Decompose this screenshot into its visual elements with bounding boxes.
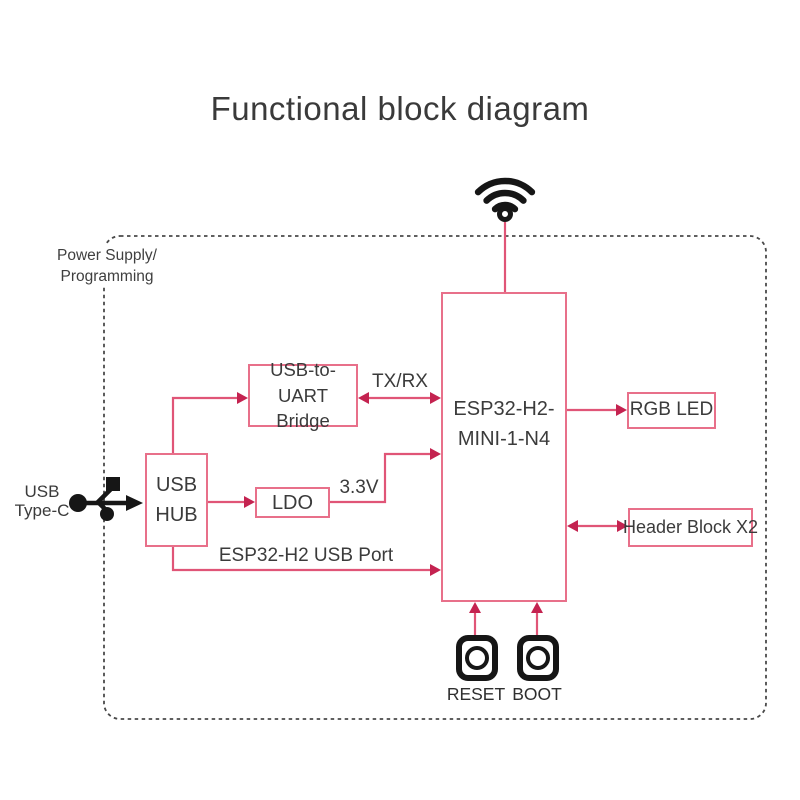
rgb-led-label: RGB LED <box>629 399 714 421</box>
usb-icon <box>69 477 143 521</box>
block-rgb-led: RGB LED <box>627 392 716 429</box>
usb-type-c-line2: Type-C <box>14 501 70 520</box>
power-supply-region-label: Power Supply/ Programming <box>48 245 166 287</box>
region-label-line1: Power Supply/ <box>57 247 157 264</box>
wire-hub-to-bridge <box>171 396 237 453</box>
arrow-reset-into-esp32 <box>469 602 481 613</box>
arrow-boot-into-esp32 <box>531 602 543 613</box>
arrow-txrx-left <box>358 392 369 404</box>
ldo-label: LDO <box>271 491 314 514</box>
block-ldo: LDO <box>255 487 330 518</box>
arrow-header-left <box>567 520 578 532</box>
header-block-label: Header Block X2 <box>622 516 759 537</box>
wires <box>171 222 617 637</box>
block-header-block-x2: Header Block X2 <box>623 508 758 547</box>
reset-button-icon <box>456 635 498 681</box>
block-usb-to-uart-bridge: USB-to-UART Bridge <box>248 359 358 431</box>
usb-port-wire-label: ESP32-H2 USB Port <box>218 545 394 566</box>
arrow-3v3-into-esp32 <box>430 448 441 460</box>
usb-hub-label-line2: HUB <box>155 504 198 526</box>
esp32-label-line1: ESP32-H2- <box>453 398 555 420</box>
txrx-wire-label: TX/RX <box>372 371 428 392</box>
arrow-into-bridge <box>237 392 248 404</box>
usb-type-c-label: USB Type-C <box>10 482 74 520</box>
arrowheads <box>237 392 628 613</box>
arrow-into-rgb-led <box>616 404 627 416</box>
boot-button-icon <box>517 635 559 681</box>
arrow-usbport-into-esp32 <box>430 564 441 576</box>
esp32-label-line2: MINI-1-N4 <box>457 428 551 450</box>
reset-button-label: RESET <box>446 684 506 704</box>
block-esp32-h2-mini: ESP32-H2- MINI-1-N4 <box>441 292 567 602</box>
wire-3v3 <box>330 452 430 504</box>
boot-button-label: BOOT <box>512 684 562 704</box>
block-usb-hub: USB HUB <box>145 453 208 547</box>
power-supply-region-border <box>103 235 767 720</box>
arrow-into-ldo <box>244 496 255 508</box>
page-title: Functional block diagram <box>210 90 590 127</box>
3v3-wire-label: 3.3V <box>339 477 379 498</box>
bridge-label-line1: USB-to-UART <box>270 358 336 406</box>
bridge-label-line2: Bridge <box>276 410 330 432</box>
usb-hub-label-line1: USB <box>155 474 198 496</box>
arrow-into-header-block <box>617 520 628 532</box>
region-label-line2: Programming <box>60 268 154 285</box>
wifi-icon <box>474 177 536 222</box>
wire-usb-port <box>171 547 430 572</box>
arrow-txrx-right <box>430 392 441 404</box>
usb-type-c-line1: USB <box>24 482 60 501</box>
